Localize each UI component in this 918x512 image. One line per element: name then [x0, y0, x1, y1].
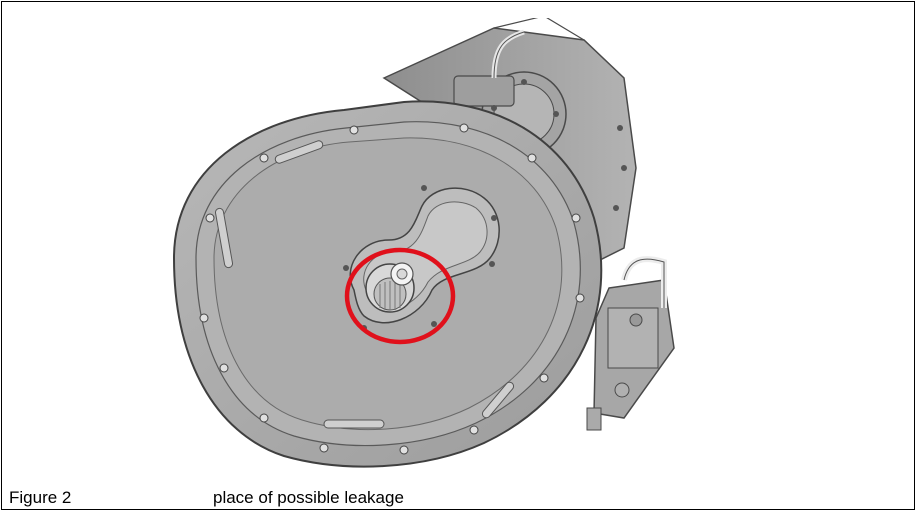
figure-number: Figure 2 — [9, 488, 72, 507]
side-actuator — [586, 256, 675, 431]
figure-caption-text: place of possible leakage — [213, 488, 404, 507]
leakage-highlight-circle — [344, 247, 456, 345]
figure-illustration — [24, 18, 900, 478]
front-cover — [172, 100, 603, 468]
gearbox-housing-drawing — [172, 18, 675, 468]
